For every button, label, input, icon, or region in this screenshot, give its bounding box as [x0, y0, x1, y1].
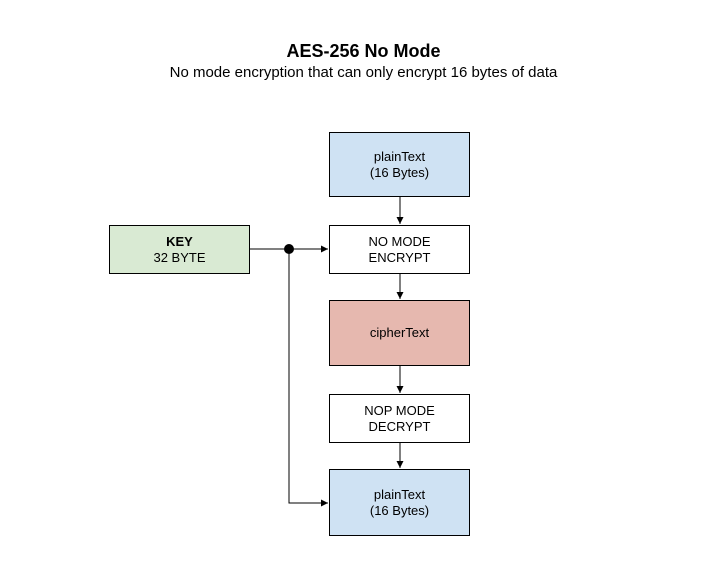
- node-sublabel: (16 Bytes): [369, 502, 430, 518]
- node-sublabel: DECRYPT: [368, 418, 431, 434]
- diagram-subtitle: No mode encryption that can only encrypt…: [169, 64, 558, 81]
- key-node: KEY 32 BYTE: [109, 225, 250, 274]
- node-label: KEY: [166, 233, 193, 249]
- node-label: cipherText: [369, 325, 430, 340]
- junction-dot: [284, 244, 294, 254]
- plaintext-output-node: plainText (16 Bytes): [329, 469, 470, 536]
- node-label: NO MODE: [368, 233, 431, 249]
- node-sublabel: 32 BYTE: [153, 249, 206, 265]
- decrypt-node: NOP MODE DECRYPT: [329, 394, 470, 443]
- node-sublabel: (16 Bytes): [369, 164, 430, 180]
- diagram-title: AES-256 No Mode: [286, 41, 441, 61]
- node-label: plainText: [373, 148, 426, 164]
- encrypt-node: NO MODE ENCRYPT: [329, 225, 470, 274]
- node-label: NOP MODE: [364, 402, 435, 418]
- node-sublabel: ENCRYPT: [368, 249, 431, 265]
- node-label: plainText: [373, 486, 426, 502]
- plaintext-input-node: plainText (16 Bytes): [329, 132, 470, 197]
- edge-key-to-plaintext-bottom: [288, 249, 328, 507]
- ciphertext-node: cipherText: [329, 300, 470, 366]
